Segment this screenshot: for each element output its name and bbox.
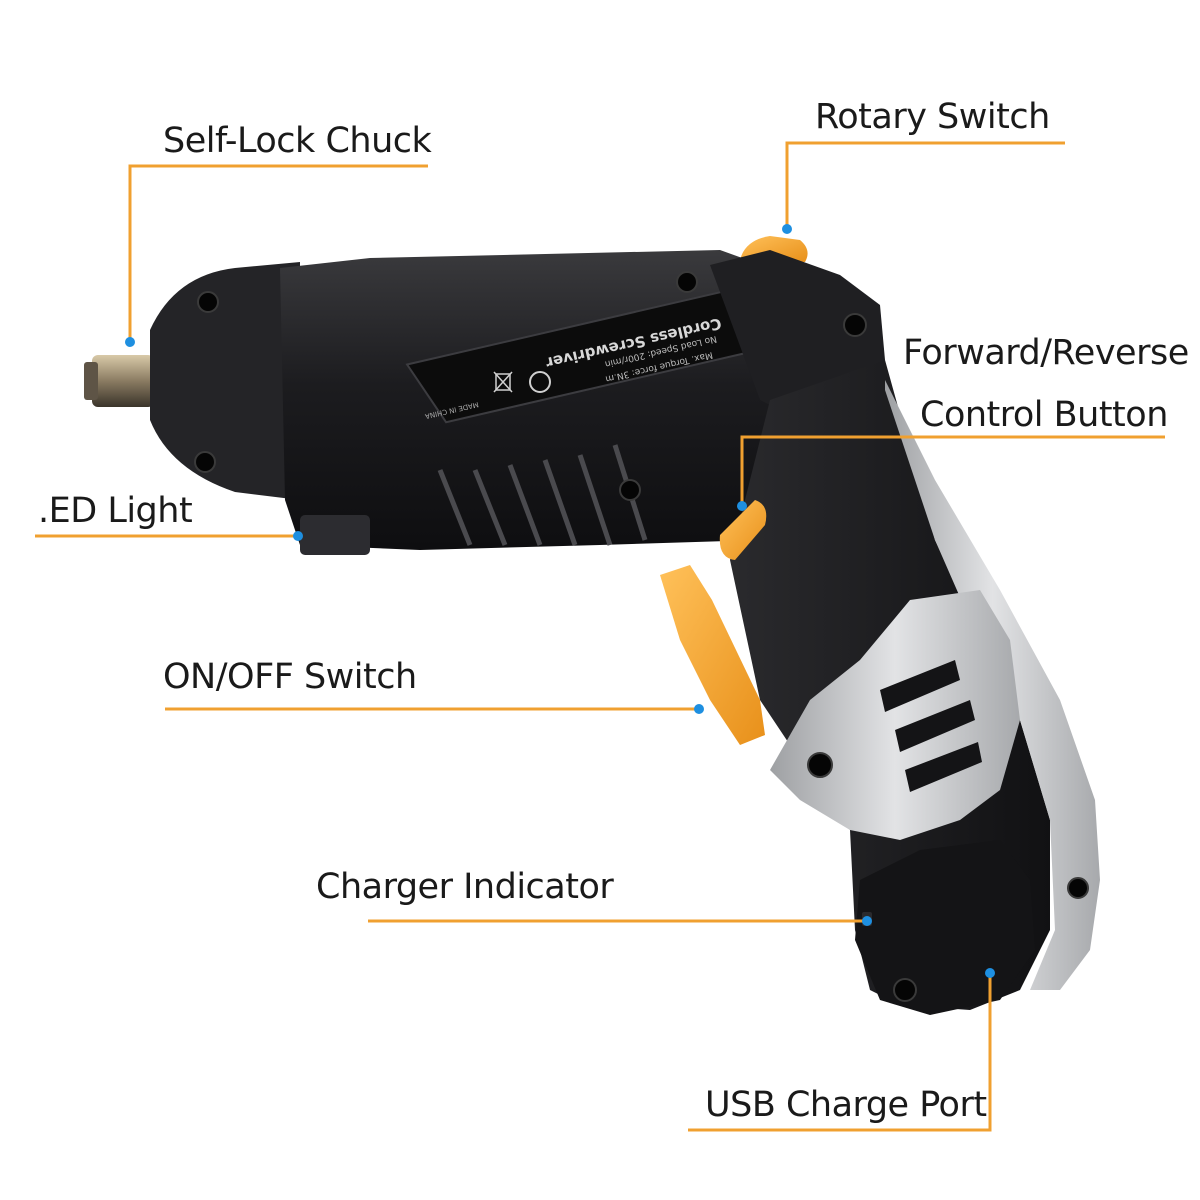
chuck-bit — [84, 355, 154, 407]
leader-self-lock-chuck — [128, 164, 428, 342]
marker-dots — [125, 224, 995, 978]
dot-charger-indicator — [862, 916, 872, 926]
label-charger-indicator: Charger Indicator — [316, 867, 614, 907]
chuck-nose — [150, 262, 300, 500]
label-self-lock-chuck: Self-Lock Chuck — [163, 121, 432, 161]
barrel-ribs — [437, 444, 648, 546]
label-usb-charge-port: USB Charge Port — [705, 1085, 987, 1125]
label-on-off-switch: ON/OFF Switch — [163, 657, 417, 697]
dot-led-light — [293, 531, 303, 541]
leader-rotary-switch — [785, 141, 1065, 229]
dot-forward-reverse — [737, 501, 747, 511]
dot-self-lock-chuck — [125, 337, 135, 347]
plate-logo-icon — [529, 371, 551, 393]
recycle-bin-icon — [493, 371, 513, 393]
label-forward-reverse-line1: Forward/Reverse — [903, 333, 1189, 373]
handle-gray-panel — [885, 380, 1100, 990]
base-screw-3 — [1067, 877, 1089, 899]
base-screw-1 — [893, 978, 917, 1002]
pivot-screw — [843, 313, 867, 337]
on-off-trigger — [660, 565, 765, 745]
leader-forward-reverse — [740, 435, 1165, 505]
leader-lines — [35, 141, 1165, 1132]
dot-on-off — [694, 704, 704, 714]
leader-usb-port — [688, 975, 992, 1132]
led-housing — [300, 515, 370, 555]
barrel-screws — [194, 271, 698, 501]
base-screw-2 — [807, 752, 833, 778]
dot-rotary-switch — [782, 224, 792, 234]
label-forward-reverse-line2: Control Button — [920, 395, 1168, 435]
handle-gray-rib-block — [770, 590, 1020, 840]
dot-usb-port — [985, 968, 995, 978]
label-rotary-switch: Rotary Switch — [815, 97, 1050, 137]
grip-slots — [880, 660, 982, 792]
label-led-light: .ED Light — [38, 491, 193, 531]
forward-reverse-button — [719, 500, 767, 560]
